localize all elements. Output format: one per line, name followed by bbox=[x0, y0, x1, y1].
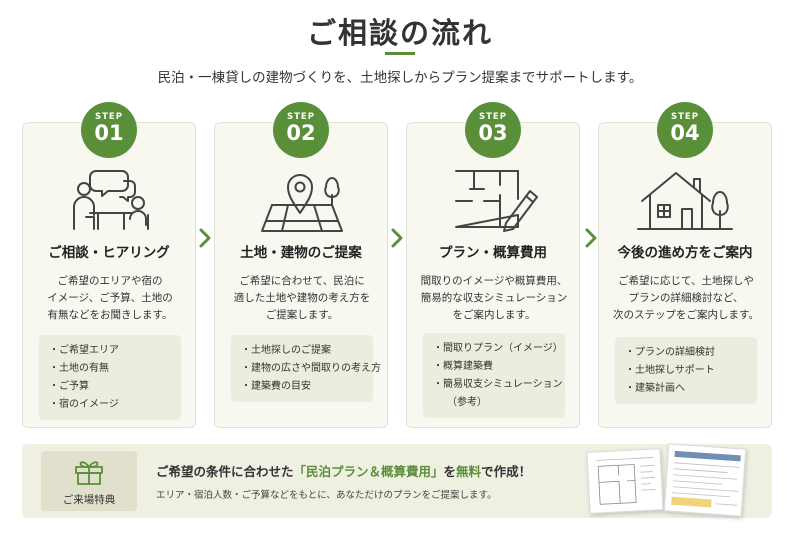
step-card-3: STEP 03 プラン・概算費用 間取りのイメージや概算費用、 簡易的な収支シミ… bbox=[406, 102, 580, 428]
step-card-4: STEP 04 今後の進め方をご案内 ご希望に応じて、土地探しや プランの詳細検… bbox=[598, 102, 772, 428]
step-title: 今後の進め方をご案内 bbox=[617, 245, 753, 261]
step-description: 間取りのイメージや概算費用、 簡易的な収支シミュレーション をご案内します。 bbox=[420, 275, 568, 321]
step-title: プラン・概算費用 bbox=[439, 245, 547, 261]
list-item: （参考） bbox=[447, 397, 487, 408]
list-item: ・プランの詳細検討 bbox=[625, 347, 715, 358]
title-underline bbox=[385, 52, 415, 55]
list-item: ・建築計画へ bbox=[625, 383, 685, 394]
step-list: ・土地探しのご提案 ・建物の広さや間取りの考え方 ・建築費の目安 bbox=[231, 335, 381, 402]
list-item: ・ご希望エリア bbox=[49, 345, 119, 356]
house-icon bbox=[636, 165, 736, 235]
step-title: 土地・建物のご提案 bbox=[240, 245, 362, 261]
estimate-document-image bbox=[663, 443, 747, 517]
list-item: ・ご予算 bbox=[49, 381, 89, 392]
step-description: ご希望のエリアや宿の イメージ、ご予算、土地の 有無などをお聞きします。 bbox=[47, 275, 173, 321]
chevron-right-icon bbox=[584, 228, 598, 248]
gift-icon bbox=[75, 461, 103, 485]
step-description: ご希望に合わせて、民泊に 適した土地や建物の考え方を ご提案します。 bbox=[233, 275, 371, 321]
step-list: ・間取りプラン（イメージ） ・概算建築費 ・簡易収支シミュレーション （参考） bbox=[423, 333, 565, 418]
chevron-right-icon bbox=[390, 228, 404, 248]
step-title: ご相談・ヒアリング bbox=[48, 245, 170, 261]
list-item: ・建築費の目安 bbox=[241, 381, 311, 392]
list-item: ・土地探しサポート bbox=[625, 365, 715, 376]
banner-subtext: エリア・宿泊人数・ご予算などをもとに、あなただけのプランをご提案します。 bbox=[156, 490, 497, 501]
step-badge: STEP 04 bbox=[657, 102, 713, 158]
step-card-2: STEP 02 土地・建物のご提案 ご希望に合わせて、民泊に 適した土地や建物の… bbox=[214, 102, 388, 428]
list-item: ・宿のイメージ bbox=[49, 399, 119, 410]
list-item: ・簡易収支シミュレーション bbox=[433, 379, 563, 390]
list-item: ・間取りプラン（イメージ） bbox=[433, 343, 563, 354]
step-description: ご希望に応じて、土地探しや プランの詳細検討など、 次のステップをご案内します。 bbox=[613, 275, 759, 321]
visitor-bonus-banner: ご来場特典 ご希望の条件に合わせた「民泊プラン＆概算費用」を無料で作成！ エリア… bbox=[22, 443, 772, 518]
step-list: ・ご希望エリア ・土地の有無 ・ご予算 ・宿のイメージ bbox=[39, 335, 181, 420]
consultation-icon bbox=[60, 165, 160, 235]
list-item: ・概算建築費 bbox=[433, 361, 493, 372]
list-item: ・土地の有無 bbox=[49, 363, 109, 374]
gift-badge: ご来場特典 bbox=[41, 451, 137, 511]
chevron-right-icon bbox=[198, 228, 212, 248]
page-subtitle: 民泊・一棟貸しの建物づくりを、土地探しからプラン提案までサポートします。 bbox=[157, 70, 643, 86]
banner-headline: ご希望の条件に合わせた「民泊プラン＆概算費用」を無料で作成！ bbox=[156, 464, 532, 479]
step-card-1: STEP 01 ご相談・ヒアリング ご希望のエリアや宿の イメージ、ご予算、土地… bbox=[22, 102, 196, 428]
floor-plan-document-image bbox=[586, 448, 664, 514]
step-badge: STEP 01 bbox=[81, 102, 137, 158]
page-title: ご相談の流れ bbox=[306, 16, 493, 50]
gift-label: ご来場特典 bbox=[62, 494, 116, 506]
map-pin-icon bbox=[252, 165, 352, 235]
floor-plan-icon bbox=[444, 165, 544, 235]
list-item: ・建物の広さや間取りの考え方 bbox=[241, 363, 381, 374]
step-list: ・プランの詳細検討 ・土地探しサポート ・建築計画へ bbox=[615, 337, 757, 404]
list-item: ・土地探しのご提案 bbox=[241, 345, 331, 356]
step-badge: STEP 02 bbox=[273, 102, 329, 158]
step-badge: STEP 03 bbox=[465, 102, 521, 158]
